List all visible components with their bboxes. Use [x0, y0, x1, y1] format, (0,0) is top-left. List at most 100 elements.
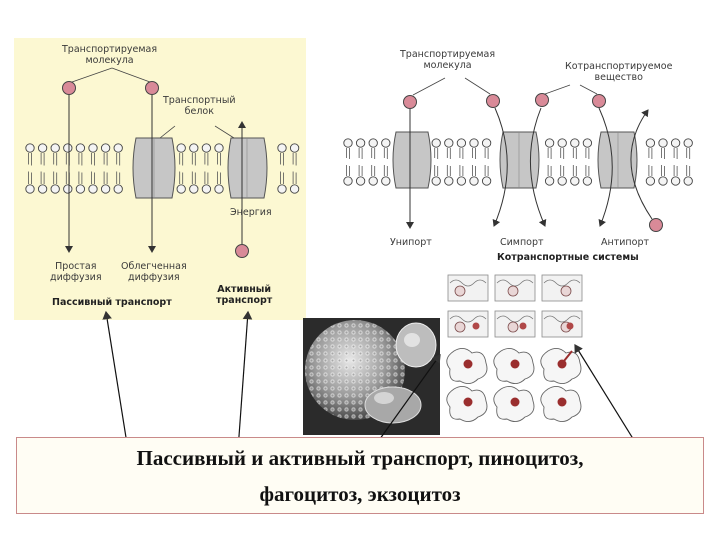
lipid-tail	[484, 148, 489, 159]
lipid-tail	[661, 148, 665, 159]
lipid-head	[63, 184, 73, 194]
lipid-head	[381, 138, 391, 148]
vesicle	[560, 285, 572, 297]
lipid-tail	[434, 165, 439, 176]
lipid-tail	[179, 153, 184, 166]
lipid-head	[570, 138, 580, 148]
lipid-tail	[217, 171, 221, 184]
arrow-antiport-in	[598, 107, 613, 227]
lipid-head	[113, 184, 123, 194]
lipid-tail	[40, 171, 45, 184]
lipid-tail	[346, 165, 350, 176]
lipid-head	[570, 176, 580, 186]
lipid-tail	[292, 153, 297, 166]
label-energy: Энергия	[230, 207, 272, 218]
lipid-tail	[673, 165, 678, 176]
lipid-tail	[191, 153, 196, 166]
vesicle	[454, 285, 466, 297]
lipid-head	[50, 184, 60, 194]
lipid-head	[37, 184, 48, 194]
pseudopod	[563, 350, 573, 362]
lipid-tail	[280, 171, 284, 184]
lipid-head	[289, 184, 300, 194]
lipid-head	[658, 176, 668, 186]
lipid-tail	[661, 165, 665, 176]
lipid-head	[683, 138, 693, 148]
lipid-tail	[28, 171, 32, 184]
lipid-head	[355, 176, 366, 186]
lipid-tail	[673, 148, 678, 159]
lipid-head	[113, 143, 123, 153]
lipid-tail	[40, 153, 45, 166]
lipid-head	[658, 138, 668, 148]
lipid-head	[683, 176, 693, 186]
lipid-head	[75, 184, 86, 194]
lipid-head	[25, 184, 35, 194]
caption-line-1: Пассивный и активный транспорт, пиноцито…	[136, 446, 584, 470]
arrow-antiport-out	[630, 109, 653, 220]
lipid-tail	[686, 165, 691, 176]
lipid-head	[88, 143, 98, 153]
lipid-tail	[191, 171, 196, 184]
lipid-head	[289, 143, 300, 153]
lipid-head	[189, 184, 199, 194]
lipid-tail	[686, 148, 691, 159]
lipid-head	[645, 138, 656, 148]
lipid-head	[469, 138, 479, 148]
molecule-antiport-inside	[649, 218, 663, 232]
lipid-tail	[383, 148, 388, 159]
particle	[519, 322, 527, 330]
phagocytosis-micrograph	[303, 318, 440, 435]
lipid-tail	[585, 148, 590, 159]
lipid-head	[88, 184, 98, 194]
lipid-tail	[103, 171, 108, 184]
lipid-head	[481, 176, 492, 186]
lipid-tail	[572, 148, 577, 159]
lipid-head	[25, 143, 35, 153]
stage-panel	[447, 310, 489, 338]
lipid-tail	[53, 171, 58, 184]
pointer-caption-exocytosis	[574, 343, 641, 451]
engulfed-particle	[510, 359, 520, 369]
lipid-tail	[103, 153, 108, 166]
lipid-tail	[560, 165, 565, 176]
lipid-head	[582, 138, 593, 148]
particle	[472, 322, 480, 330]
stage-panel	[447, 274, 489, 302]
molecule-simple-diffusion	[62, 81, 76, 95]
lipid-head	[277, 184, 287, 194]
molecule-active	[235, 244, 249, 258]
caption-line-2: фагоцитоз, экзоцитоз	[259, 482, 461, 506]
lipid-head	[100, 143, 111, 153]
lipid-tail	[28, 153, 32, 166]
pointer-caption-passive	[102, 310, 129, 451]
lipid-tail	[585, 165, 590, 176]
pointer-line	[579, 84, 598, 95]
engulfed-particle	[463, 397, 473, 407]
lipid-tail	[371, 165, 376, 176]
cotransported-symport	[535, 93, 549, 107]
engulfed-particle	[557, 359, 567, 369]
pointer-line	[464, 77, 491, 95]
lipid-head	[582, 176, 593, 186]
lipid-tail	[217, 153, 221, 166]
lipid-head	[201, 184, 212, 194]
lipid-head	[456, 176, 467, 186]
lipid-tail	[292, 171, 297, 184]
carrier-protein-antiport	[597, 131, 638, 189]
caption-box: Пассивный и активный транспорт, пиноцито…	[16, 437, 704, 514]
label-symport: Симпорт	[500, 237, 544, 248]
lipid-tail	[459, 148, 464, 159]
lipid-head	[214, 143, 224, 153]
lipid-tail	[547, 148, 552, 159]
pointer-line	[412, 77, 446, 96]
lipid-tail	[648, 165, 653, 176]
arrow-symport-left	[492, 107, 508, 227]
lipid-head	[557, 138, 567, 148]
membrane-wave	[543, 279, 581, 287]
lipid-tail	[484, 165, 489, 176]
channel-protein-active	[227, 137, 268, 199]
